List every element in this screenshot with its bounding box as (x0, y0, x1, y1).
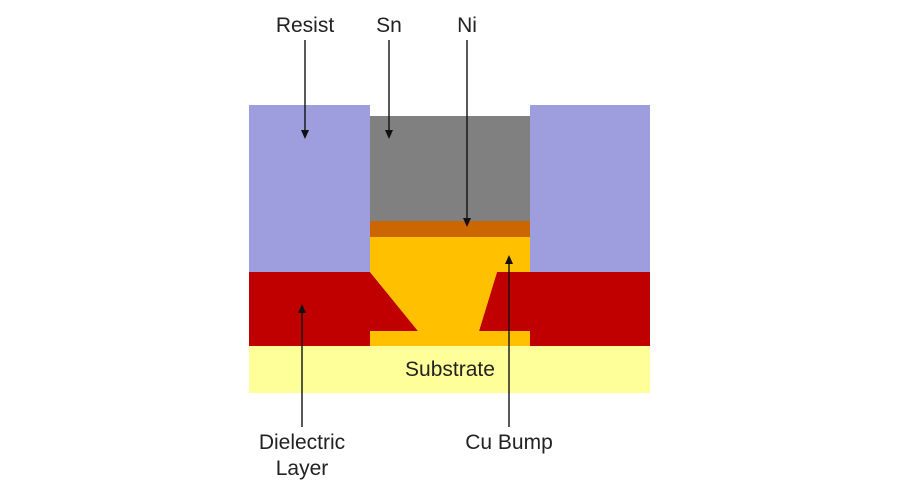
dielectric-label-line1: Dielectric (259, 431, 345, 454)
substrate-layer (249, 346, 650, 393)
ni-label: Ni (457, 14, 477, 37)
dielectric-layer-right (479, 272, 650, 346)
substrate-label: Substrate (405, 358, 495, 381)
resist-block-right (530, 105, 650, 272)
sn-label: Sn (376, 14, 402, 37)
ni-arrowhead (463, 218, 471, 227)
dielectric-label-line2: Layer (276, 457, 329, 480)
cu-bump-label: Cu Bump (465, 431, 553, 454)
cu-bump-arrowhead (505, 255, 513, 264)
ni-layer (370, 221, 530, 237)
sn-arrowhead (385, 130, 393, 139)
resist-block-left (249, 105, 370, 272)
cu-bump (370, 237, 530, 346)
dielectric-layer-left (249, 272, 418, 346)
resist-label: Resist (276, 14, 335, 37)
resist-arrowhead (301, 130, 309, 139)
sn-layer (370, 116, 530, 221)
dielectric-arrowhead (298, 304, 306, 313)
